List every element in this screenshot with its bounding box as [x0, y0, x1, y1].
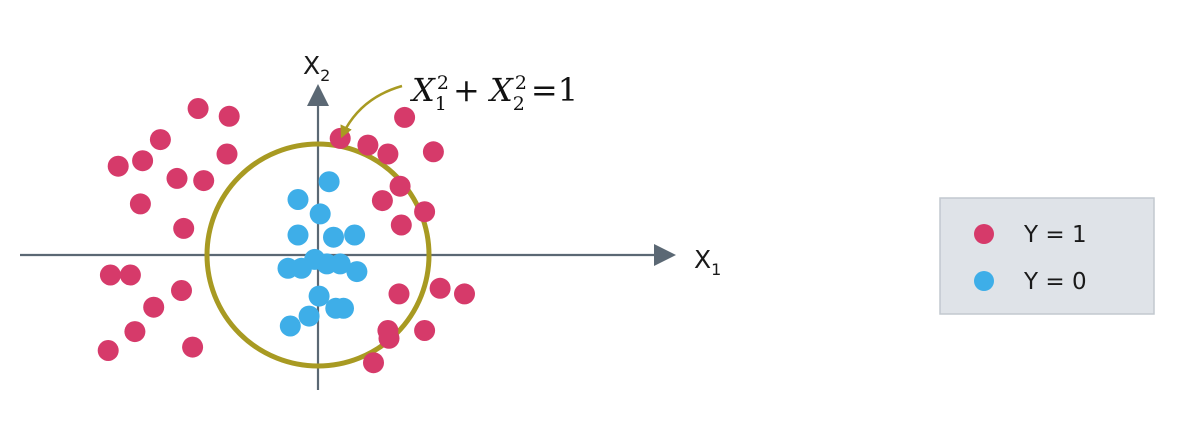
point-y1-11 [119, 264, 141, 286]
equation-part-0: X [409, 71, 436, 109]
point-y1-16 [182, 336, 204, 358]
point-y1-19 [377, 143, 399, 165]
point-y0-3 [287, 224, 309, 246]
equation-part-4: X [487, 71, 514, 109]
point-y1-21 [422, 141, 444, 163]
point-y0-1 [287, 189, 309, 210]
point-y1-31 [429, 277, 451, 299]
point-y1-5 [132, 150, 154, 172]
point-y0-8 [329, 253, 351, 275]
x-axis-label-subscript: 1 [711, 260, 721, 279]
point-y1-18 [357, 134, 379, 156]
legend-box [939, 197, 1155, 315]
point-y1-1 [218, 105, 240, 127]
point-y1-26 [388, 283, 410, 305]
point-y1-2 [149, 129, 171, 151]
point-y0-11 [346, 261, 368, 283]
legend-label-y1: Y = 1 [1023, 222, 1087, 248]
x-axis-label: X1 [694, 245, 721, 279]
point-y1-3 [216, 143, 238, 165]
y-axis-label-subscript: 2 [320, 66, 330, 85]
equation-part-7: =1 [531, 71, 578, 109]
point-y1-20 [394, 106, 416, 128]
point-y1-28 [378, 327, 400, 349]
point-y1-23 [389, 175, 411, 197]
y-axis-arrowhead [307, 84, 329, 106]
point-y1-13 [143, 296, 165, 318]
series-y1 [97, 98, 475, 374]
point-y0-0 [318, 171, 340, 193]
point-y0-4 [323, 226, 344, 248]
point-y0-16 [279, 315, 301, 337]
boundary-equation: X12+ X22=1 [409, 71, 578, 115]
y-axis-label-main: X [303, 51, 320, 80]
legend-label-y0: Y = 0 [1023, 269, 1087, 295]
point-y1-15 [97, 340, 119, 361]
point-y1-14 [124, 321, 146, 343]
point-y0-10 [290, 257, 312, 279]
point-y1-8 [129, 193, 151, 215]
y-axis-label: X2 [303, 51, 330, 85]
point-y0-5 [344, 224, 366, 246]
point-y1-6 [166, 167, 188, 189]
point-y0-15 [298, 305, 320, 327]
point-y1-30 [414, 320, 436, 341]
point-y1-9 [173, 217, 195, 239]
point-y1-32 [454, 283, 475, 305]
decision-boundary-circle [204, 141, 432, 369]
point-y1-7 [193, 170, 215, 192]
point-y1-22 [371, 190, 393, 212]
legend: Y = 1 Y = 0 [939, 197, 1155, 315]
point-y1-24 [390, 214, 412, 236]
point-y1-0 [187, 98, 209, 119]
point-y0-12 [308, 285, 330, 307]
point-y0-14 [333, 297, 354, 319]
series-y0 [277, 171, 368, 337]
point-y1-29 [363, 352, 384, 374]
equation-part-6: 2 [515, 72, 527, 94]
legend-marker-y1 [974, 224, 994, 244]
equation-part-3: + [453, 71, 490, 109]
legend-marker-y0 [974, 271, 994, 291]
point-y1-25 [414, 201, 436, 223]
annotation-arrow [340, 84, 403, 139]
point-y0-2 [309, 203, 331, 225]
point-y1-10 [99, 264, 121, 286]
equation-part-5: 2 [513, 93, 525, 115]
x-axis-arrowhead [654, 244, 676, 266]
equation-part-2: 2 [437, 72, 449, 94]
point-y1-12 [171, 280, 192, 301]
equation-part-1: 1 [435, 93, 447, 115]
point-y1-17 [329, 127, 351, 149]
x-axis-label-main: X [694, 245, 711, 274]
data-points [97, 98, 475, 374]
point-y1-4 [107, 155, 129, 177]
